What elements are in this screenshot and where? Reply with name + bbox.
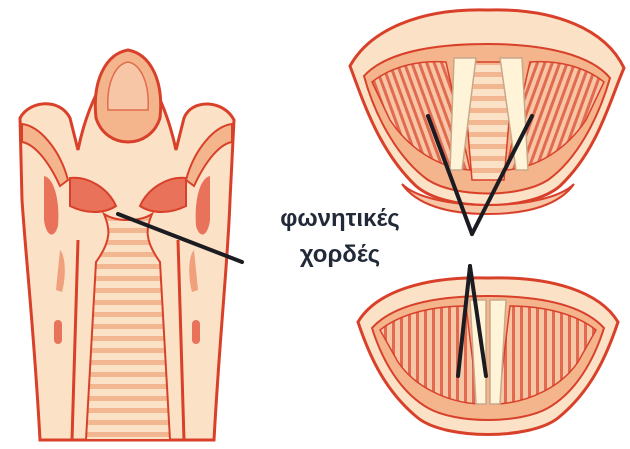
vocal-cords-label-line2: χορδές	[300, 241, 380, 268]
glottis-open-view	[350, 10, 624, 214]
glottis-closed-view	[358, 278, 618, 435]
vocal-cords-label-line1: φωνητικές	[280, 205, 400, 232]
